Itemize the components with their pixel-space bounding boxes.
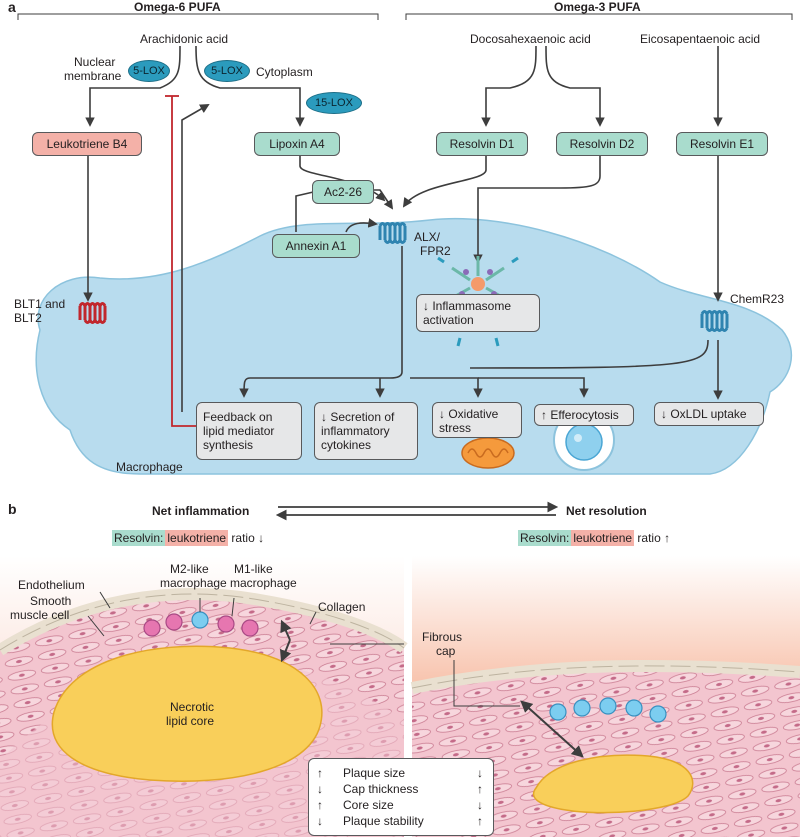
alx-label-2: FPR2 [420, 244, 451, 258]
dha-label: Docosahexaenoic acid [470, 32, 591, 46]
ratio-left-leukotriene: leukotriene [165, 530, 229, 546]
nuclear-membrane-label-1: Nuclear [74, 55, 116, 69]
pathway-arrows [83, 45, 723, 412]
effect-label: Plaque size [343, 766, 406, 780]
smooth-muscle-label-1: Smooth [30, 594, 72, 608]
omega3-bracket [405, 13, 793, 20]
effect-left-arrow: ↑ [317, 766, 323, 780]
feedback-line-2: lipid mediator [203, 424, 275, 438]
effect-label: Cap thickness [343, 782, 419, 796]
oxldl-box: ↓ OxLDL uptake [654, 402, 764, 426]
cytokines-line-3: cytokines [321, 438, 372, 452]
effect-right-arrow: ↑ [477, 814, 483, 828]
oxidative-box: ↓ Oxidative stress [432, 402, 522, 438]
fibrous-cap-label-2: cap [436, 644, 456, 658]
omega6-bracket [17, 13, 379, 20]
artery-right [410, 556, 800, 837]
effect-label: Plaque stability [343, 814, 424, 828]
inflammasome-line-1: ↓ Inflammasome [423, 299, 512, 313]
fibrous-cap-label-1: Fibrous [422, 630, 463, 644]
oxidative-line-2: stress [439, 421, 472, 435]
necrotic-core-label-2: lipid core [166, 714, 215, 728]
effect-row: ↓ Plaque stability ↑ [309, 814, 493, 830]
macrophage-label: Macrophage [116, 460, 183, 474]
effect-left-arrow: ↓ [317, 782, 323, 796]
collagen-label: Collagen [318, 600, 366, 614]
annexin-a1-box: Annexin A1 [272, 234, 360, 258]
omega6-title: Omega-6 PUFA [134, 0, 221, 14]
inflammation-resolution-arrows [275, 501, 559, 521]
cytokines-line-1: ↓ Secretion of [321, 410, 395, 424]
oxidative-line-1: ↓ Oxidative [439, 407, 499, 421]
necrotic-core-left [51, 645, 323, 782]
resolvin-e1-box: Resolvin E1 [676, 132, 768, 156]
cytokines-line-2: inflammatory [321, 424, 390, 438]
ratio-right: Resolvin:leukotriene ratio ↑ [518, 530, 671, 546]
alx-label-1: ALX/ [414, 230, 441, 244]
resolvin-d1-box: Resolvin D1 [436, 132, 528, 156]
effect-left-arrow: ↓ [317, 814, 323, 828]
arachidonic-acid-label: Arachidonic acid [140, 32, 229, 46]
lox5-nuclear-enzyme: 5-LOX [128, 60, 170, 82]
net-inflammation-label: Net inflammation [152, 504, 250, 518]
ratio-left-resolvin: Resolvin: [112, 530, 166, 546]
chemr23-receptor [700, 310, 729, 332]
inflammasome-box: ↓ Inflammasome activation [416, 294, 540, 332]
macrophages-left [143, 611, 259, 637]
efferocytosis-box: ↑ Efferocytosis [534, 404, 634, 426]
effect-right-arrow: ↑ [477, 782, 483, 796]
lipoxin-a4-box: Lipoxin A4 [254, 132, 340, 156]
effect-label: Core size [343, 798, 394, 812]
blt-receptor [78, 302, 107, 324]
nuclear-membrane-label-2: membrane [64, 69, 122, 83]
alx-fpr2-receptor [378, 222, 407, 244]
effect-right-arrow: ↓ [477, 766, 483, 780]
panel-a-label: a [8, 0, 16, 15]
feedback-box: Feedback on lipid mediator synthesis [196, 402, 302, 460]
ratio-right-leukotriene: leukotriene [571, 530, 635, 546]
m1-label-2: macrophage [230, 576, 297, 590]
m1-label-1: M1-like [234, 562, 273, 576]
feedback-line-1: Feedback on [203, 410, 273, 424]
leader-lines-right [453, 660, 584, 758]
effect-row: ↑ Plaque size ↓ [309, 766, 493, 782]
blt-label-1: BLT1 and [14, 297, 66, 311]
inhibition-line [165, 95, 196, 427]
leukotriene-b4-box: Leukotriene B4 [32, 132, 142, 156]
blt-label-2: BLT2 [14, 311, 42, 325]
necrotic-core-right [532, 754, 694, 814]
feedback-line-3: synthesis [203, 438, 254, 452]
m2-label-2: macrophage [160, 576, 227, 590]
cytoplasm-label: Cytoplasm [256, 65, 313, 79]
epa-label: Eicosapentaenoic acid [640, 32, 761, 46]
necrotic-core-label-1: Necrotic [170, 700, 215, 714]
resolvin-d2-box: Resolvin D2 [556, 132, 648, 156]
mitochondrion-icon [461, 437, 515, 469]
ratio-right-resolvin: Resolvin: [518, 530, 572, 546]
cytokines-box: ↓ Secretion of inflammatory cytokines [314, 402, 418, 460]
ratio-left: Resolvin:leukotriene ratio ↓ [112, 530, 265, 546]
leader-lines-left [87, 591, 404, 660]
chemr23-label: ChemR23 [730, 292, 785, 306]
panel-b-label: b [8, 501, 17, 517]
ac2-26-box: Ac2-26 [312, 180, 374, 204]
m2-label-1: M2-like [170, 562, 209, 576]
ratio-right-suffix: ratio ↑ [634, 531, 671, 545]
effect-row: ↓ Cap thickness ↑ [309, 782, 493, 798]
inflammasome-line-2: activation [423, 313, 474, 327]
smooth-muscle-label-2: muscle cell [10, 608, 70, 622]
omega3-title: Omega-3 PUFA [554, 0, 641, 14]
net-resolution-label: Net resolution [566, 504, 647, 518]
effect-left-arrow: ↑ [317, 798, 323, 812]
effect-right-arrow: ↓ [477, 798, 483, 812]
ratio-left-suffix: ratio ↓ [228, 531, 265, 545]
effects-table: ↑ Plaque size ↓ ↓ Cap thickness ↑ ↑ Core… [308, 758, 494, 836]
endothelium-label: Endothelium [18, 578, 85, 592]
lox5-cytoplasm-enzyme: 5-LOX [204, 60, 250, 82]
lox15-enzyme: 15-LOX [306, 92, 362, 114]
effect-row: ↑ Core size ↓ [309, 798, 493, 814]
